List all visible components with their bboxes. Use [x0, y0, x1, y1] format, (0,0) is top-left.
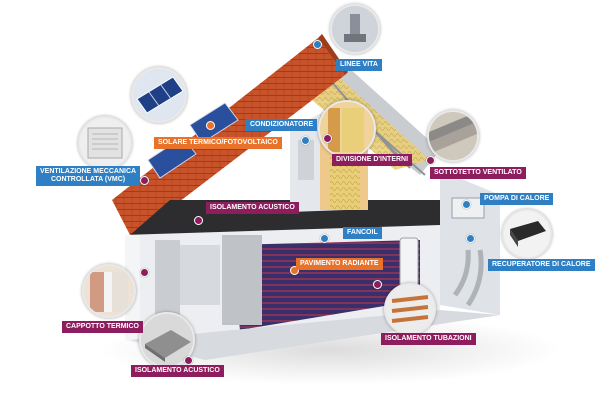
marker-divisione: [323, 134, 332, 143]
marker-vmc: [140, 176, 149, 185]
marker-pompa: [462, 200, 471, 209]
marker-cappotto: [140, 268, 149, 277]
label-condizionatore: CONDIZIONATORE: [246, 119, 318, 131]
marker-isolamento-acustico-bottom: [184, 356, 193, 365]
label-fancoil: FANCOIL: [343, 227, 382, 239]
kitchen-cabinets: [180, 245, 220, 305]
label-isolamento-acustico-bottom: ISOLAMENTO ACUSTICO: [131, 365, 224, 377]
bathroom-wall: [155, 240, 180, 315]
label-isolamento-acustico-top: ISOLAMENTO ACUSTICO: [206, 202, 299, 214]
label-isolamento-tubazioni: ISOLAMENTO TUBAZIONI: [381, 333, 476, 345]
label-pompa-calore: POMPA DI CALORE: [480, 193, 554, 205]
heat-recovery-unit-icon: [502, 209, 552, 259]
roof-safety-anchor-icon: [330, 4, 380, 54]
ventilated-attic-icon: [427, 110, 479, 162]
label-recuperatore: RECUPERATORE DI CALORE: [488, 259, 595, 271]
label-vmc: VENTILAZIONE MECCANICA CONTROLLATA (VMC): [36, 166, 141, 186]
label-vmc-line2: CONTROLLATA (VMC): [50, 176, 126, 183]
kitchen-wall: [222, 235, 262, 325]
roof-tiles: [112, 38, 345, 235]
marker-pavimento: [290, 266, 299, 275]
wall-insulation-icon: [318, 100, 376, 158]
label-linee-vita: LINEE VITA: [336, 59, 382, 71]
marker-fancoil: [320, 234, 329, 243]
marker-recuperatore: [466, 234, 475, 243]
marker-sottotetto: [426, 156, 435, 165]
thermal-coat-icon: [82, 264, 136, 318]
upper-door: [298, 140, 314, 180]
solar-panel-icon: [131, 67, 187, 123]
ventilation-ducts: [452, 249, 484, 307]
marker-linee-vita: [313, 40, 322, 49]
label-solare: SOLARE TERMICO/FOTOVOLTAICO: [154, 137, 282, 149]
marker-isolamento-acustico-top: [194, 216, 203, 225]
vmc-unit-icon: [78, 116, 132, 170]
label-pavimento-radiante: PAVIMENTO RADIANTE: [296, 258, 383, 270]
marker-condizionatore: [301, 136, 310, 145]
label-divisione-interni: DIVISIONE D'INTERNI: [332, 154, 413, 166]
label-sottotetto: SOTTOTETTO VENTILATO: [430, 167, 526, 179]
label-vmc-line1: VENTILAZIONE MECCANICA: [40, 168, 137, 175]
pipe-insulation-icon: [384, 283, 436, 335]
marker-tubazioni: [373, 280, 382, 289]
label-cappotto: CAPPOTTO TERMICO: [62, 321, 143, 333]
marker-solare: [206, 121, 215, 130]
